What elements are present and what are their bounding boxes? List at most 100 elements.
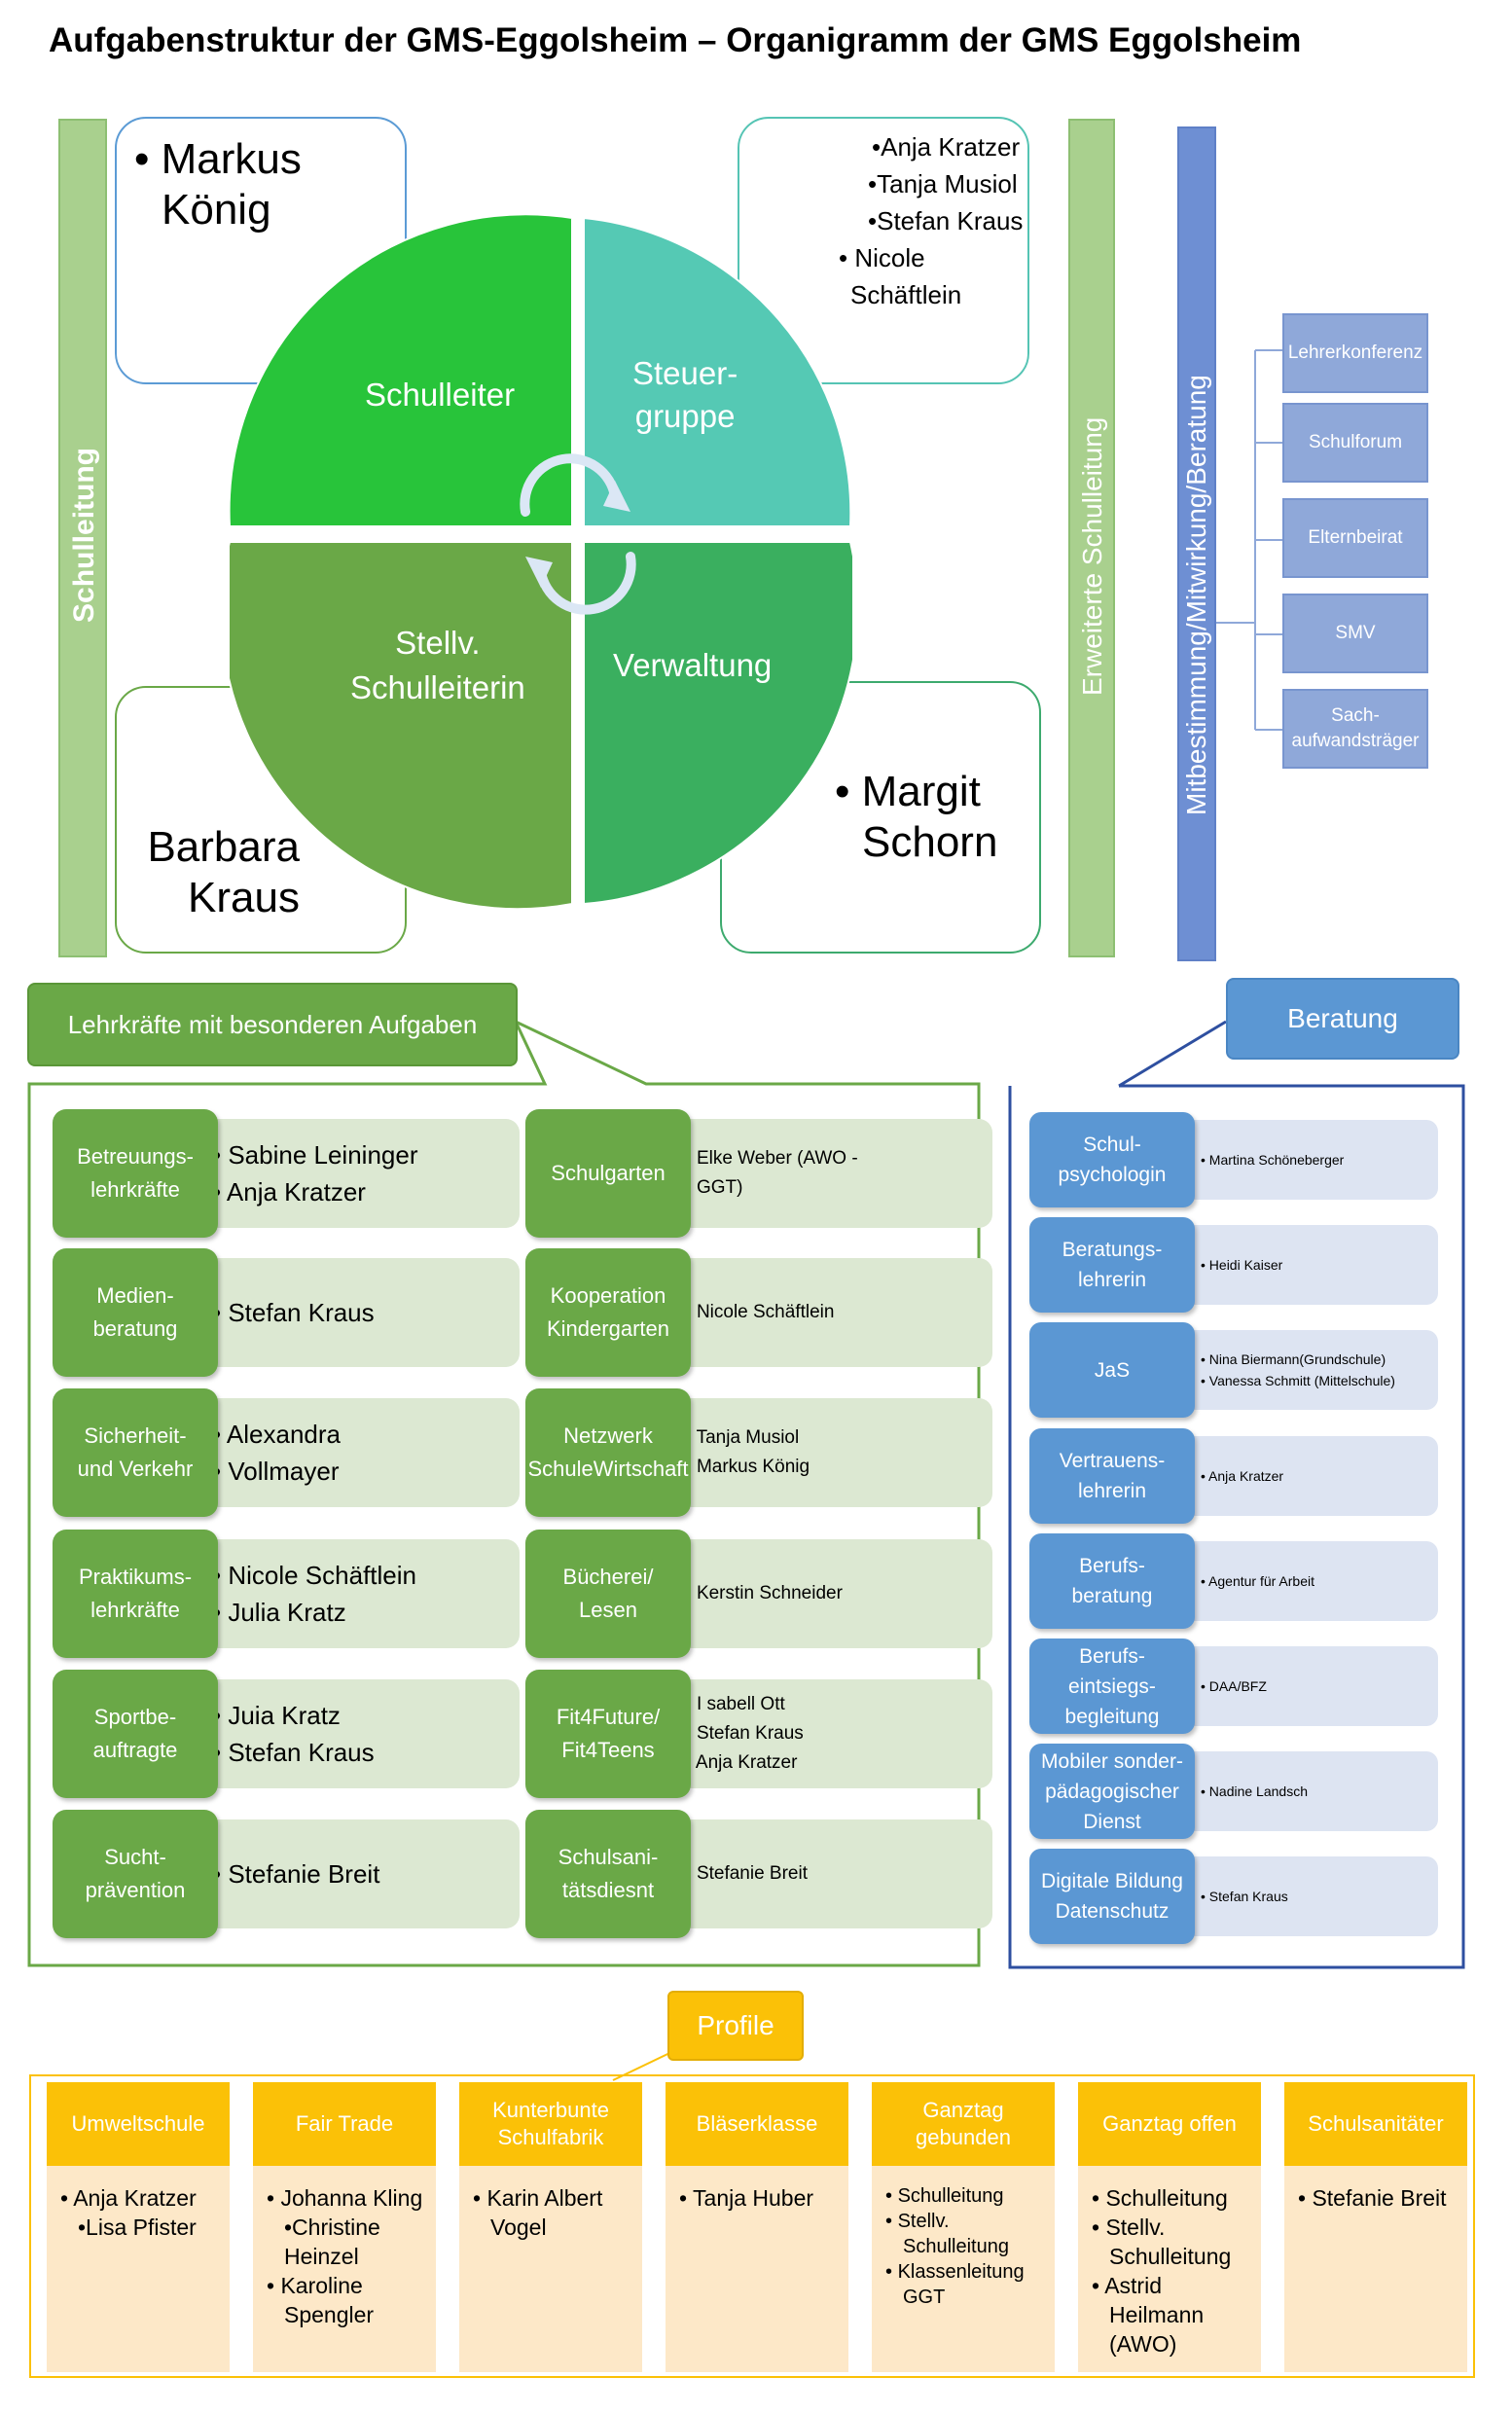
- beratung-names: Agentur für Arbeit: [1187, 1541, 1438, 1621]
- beratung-label-line: Berufs-: [1079, 1644, 1145, 1668]
- beratung-names: DAA/BFZ: [1187, 1646, 1438, 1726]
- beratung-names: Nadine Landsch: [1187, 1751, 1438, 1831]
- beratung-label-line: psychologin: [1058, 1164, 1167, 1186]
- task-label-fit4future: Fit4Future/Fit4Teens: [525, 1670, 691, 1798]
- task-label-praktikums: Praktikums-lehrkräfte: [53, 1530, 218, 1658]
- person-name: Martina Schöneberger: [1201, 1149, 1438, 1170]
- person-name: Stefanie Breit: [1298, 2183, 1458, 2213]
- task-label-line: Sucht-: [104, 1845, 166, 1869]
- schulleitung-bar: [58, 119, 107, 957]
- person-name: Klassenleitung GGT: [885, 2259, 1045, 2310]
- person-name: DAA/BFZ: [1201, 1675, 1438, 1697]
- profile-frame: [29, 2074, 1475, 2378]
- task-label-schulgarten: Schulgarten: [525, 1109, 691, 1238]
- beratung-label: JaS: [1029, 1322, 1195, 1418]
- quadrant-stellv: Stellv.Schulleiterin: [350, 625, 525, 705]
- person-name: Karoline Spengler: [267, 2271, 426, 2329]
- lehrkraefte-header: Lehrkräfte mit besonderen Aufgaben: [27, 983, 518, 1066]
- beratung-names: Stefan Kraus: [1187, 1856, 1438, 1936]
- gremium-lehrerkonferenz: Lehrerkonferenz: [1282, 313, 1428, 393]
- task-label-line: Schulsani-: [558, 1845, 659, 1869]
- beratung-label-line: Beratungs-: [1062, 1239, 1163, 1261]
- task-names: Stefanie Breit: [671, 1819, 992, 1928]
- person-name: Agentur für Arbeit: [1201, 1570, 1438, 1592]
- task-label-line: Fit4Future/: [556, 1705, 661, 1729]
- profile-head-line: Fair Trade: [295, 2111, 394, 2136]
- person-name: Kerstin Schneider: [685, 1579, 992, 1608]
- person-name: Tanja Musiol: [685, 1423, 992, 1453]
- task-label-betreuungs: Betreuungs-lehrkräfte: [53, 1109, 218, 1238]
- person-name: Karin Albert Vogel: [473, 2183, 632, 2242]
- task-label-line: Sportbe-: [93, 1705, 177, 1729]
- profile-column-head: Ganztag offen: [1078, 2082, 1261, 2166]
- beratung-label-line: JaS: [1094, 1358, 1131, 1382]
- person-name: Heidi Kaiser: [1201, 1254, 1438, 1276]
- profile-head-line: Schulsanitäter: [1308, 2111, 1444, 2136]
- profile-column-body: Anja Kratzer•Lisa Pfister: [47, 2166, 230, 2372]
- person-name: Stefan Kraus: [685, 1719, 992, 1748]
- beratung-label: Beratungs-lehrerin: [1029, 1217, 1195, 1313]
- person-name: Schulleitung: [1092, 2183, 1251, 2213]
- task-names: Juia KratzStefan Kraus: [198, 1679, 520, 1788]
- task-label-line: auftragte: [92, 1738, 178, 1762]
- gremium-elternbeirat: Elternbeirat: [1282, 498, 1428, 578]
- person-name: Anja Kratzer: [212, 1173, 520, 1210]
- beratung-label: Berufs-beratung: [1029, 1533, 1195, 1629]
- page-title: Aufgabenstruktur der GMS-Eggolsheim – Or…: [49, 21, 1302, 59]
- profile-head-line: Schulfabrik: [497, 2125, 604, 2149]
- profile-column-head: Umweltschule: [47, 2082, 230, 2166]
- gremium-smv: SMV: [1282, 594, 1428, 673]
- erweiterte-schulleitung-label: Erweiterte Schulleitung: [1077, 416, 1107, 696]
- person-name: Schulleitung: [885, 2183, 1045, 2209]
- beratung-header: Beratung: [1226, 978, 1459, 1060]
- beratung-label-line: Schul-: [1083, 1134, 1141, 1156]
- beratung-label-line: Vertrauens-: [1059, 1450, 1166, 1472]
- task-names: Tanja MusiolMarkus König: [671, 1398, 992, 1507]
- task-names: Nicole Schäftlein: [671, 1258, 992, 1367]
- cycle-arrows-icon: [520, 453, 636, 615]
- gremien-connectors: [1216, 349, 1282, 731]
- task-label-medien: Medien-beratung: [53, 1248, 218, 1377]
- gremium-schulforum: Schulforum: [1282, 403, 1428, 483]
- task-label-line: Medien-: [96, 1283, 174, 1308]
- person-name: Stefanie Breit: [212, 1855, 520, 1892]
- beratung-label: Vertrauens-lehrerin: [1029, 1428, 1195, 1524]
- task-label-sucht: Sucht-prävention: [53, 1810, 218, 1938]
- task-label-sicherheit: Sicherheit-und Verkehr: [53, 1388, 218, 1517]
- person-name: Nicole Schäftlein: [212, 1557, 520, 1594]
- beratung-label-line: Berufs-: [1079, 1555, 1145, 1577]
- quadrant-schulleiter: Schulleiter: [365, 377, 516, 413]
- person-name: Stefan Kraus: [1201, 1886, 1438, 1907]
- task-names: I sabell OttStefan KrausAnja Kratzer: [671, 1679, 992, 1788]
- task-label-bücherei: Bücherei/Lesen: [525, 1530, 691, 1658]
- task-label-line: lehrkräfte: [90, 1598, 180, 1622]
- erweiterte-schulleitung-bar: [1068, 119, 1115, 957]
- task-names: Stefanie Breit: [198, 1819, 520, 1928]
- person-name: Stefan Kraus: [212, 1734, 520, 1771]
- beratung-label: Schul-psychologin: [1029, 1112, 1195, 1207]
- person-name: Stefan Kraus: [212, 1294, 520, 1331]
- person-name: Stellv. Schulleitung: [885, 2209, 1045, 2259]
- profile-header: Profile: [667, 1991, 804, 2061]
- person-name: Anja Kratzer: [685, 1748, 992, 1778]
- gremium-sachaufwandstraeger: Sach-aufwandsträger: [1282, 689, 1428, 769]
- beratung-label-line: lehrerin: [1077, 1480, 1147, 1502]
- schulleitung-bar-label: Schulleitung: [68, 448, 100, 623]
- profile-head-line: Ganztag offen: [1102, 2111, 1237, 2136]
- schulleiter-names: • Markus König: [134, 135, 302, 234]
- task-label-line: Bücherei/: [562, 1565, 654, 1589]
- profile-head-line: Ganztag: [922, 2098, 1004, 2122]
- task-names: Nicole SchäftleinJulia Kratz: [198, 1539, 520, 1648]
- person-name: Tanja Huber: [679, 2183, 839, 2213]
- beratung-label-line: lehrerin: [1077, 1269, 1147, 1291]
- task-label-line: beratung: [92, 1316, 178, 1341]
- task-label-line: Netzwerk: [563, 1423, 653, 1448]
- profile-column-body: Stefanie Breit: [1284, 2166, 1467, 2372]
- profile-column-head: Schulsanitäter: [1284, 2082, 1467, 2166]
- person-name: Johanna Kling: [267, 2183, 426, 2213]
- person-name: I sabell Ott: [685, 1690, 992, 1719]
